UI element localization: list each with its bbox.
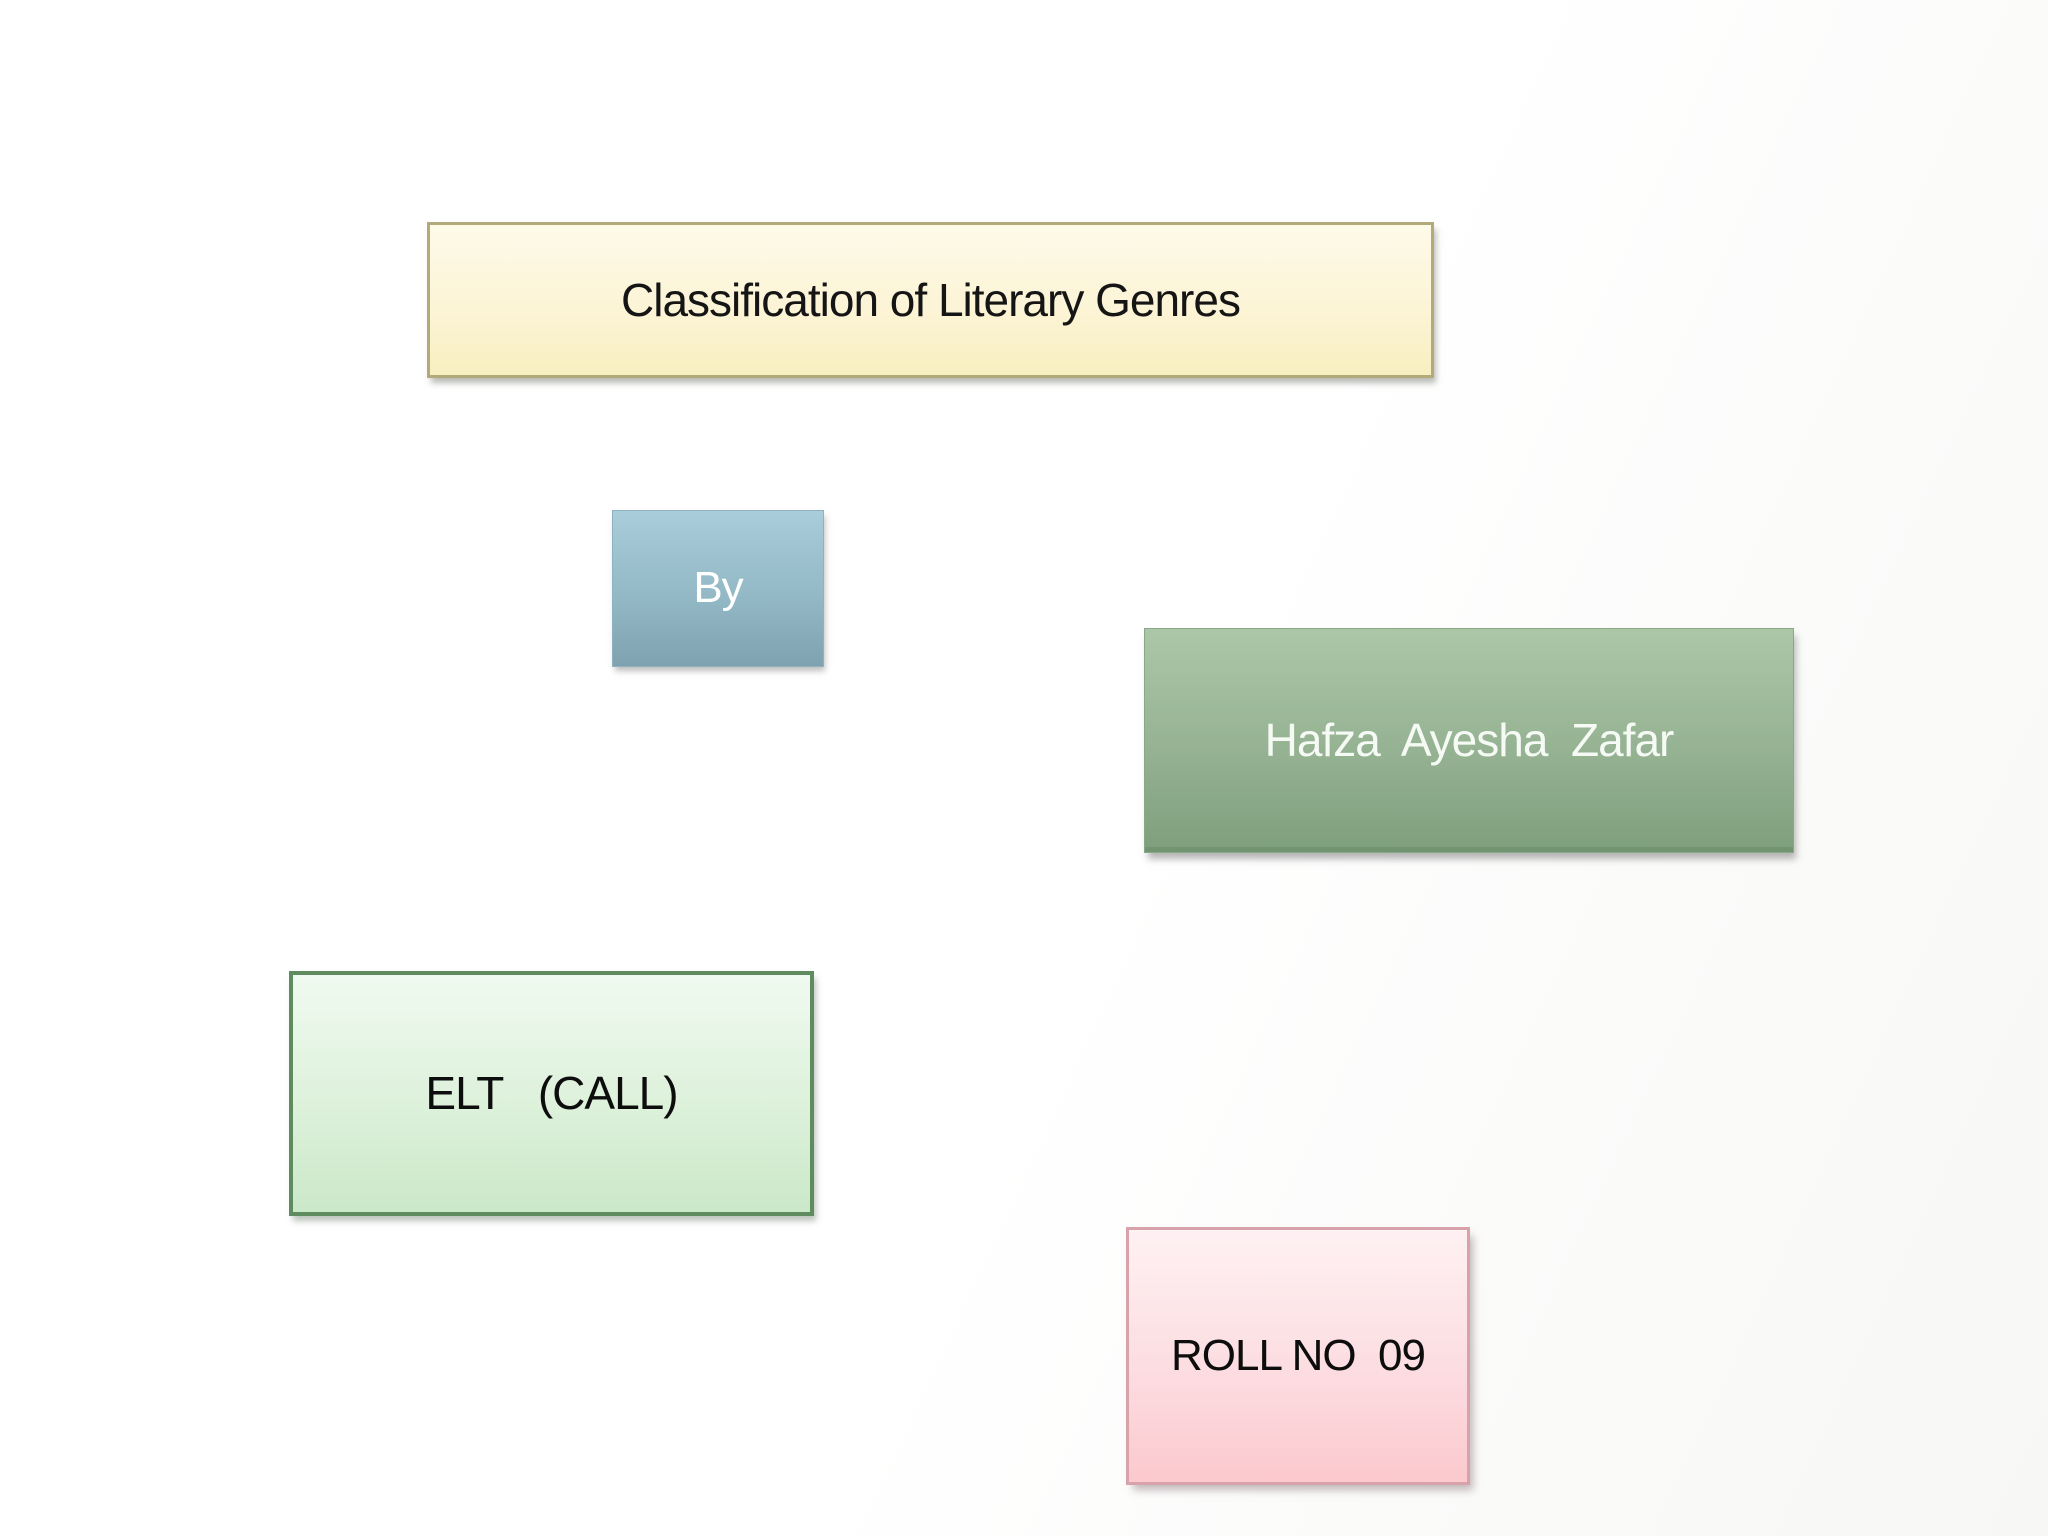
elt-box: ELT (CALL) — [289, 971, 814, 1216]
title-box: Classification of Literary Genres — [427, 222, 1434, 378]
elt-text: ELT (CALL) — [425, 1067, 678, 1120]
roll-no-text: ROLL NO 09 — [1171, 1330, 1426, 1380]
by-box: By — [612, 510, 824, 667]
roll-no-box: ROLL NO 09 — [1126, 1227, 1470, 1485]
by-text: By — [693, 563, 743, 613]
author-box: Hafza Ayesha Zafar — [1144, 628, 1794, 853]
author-text: Hafza Ayesha Zafar — [1264, 714, 1675, 767]
title-text: Classification of Literary Genres — [621, 273, 1241, 326]
